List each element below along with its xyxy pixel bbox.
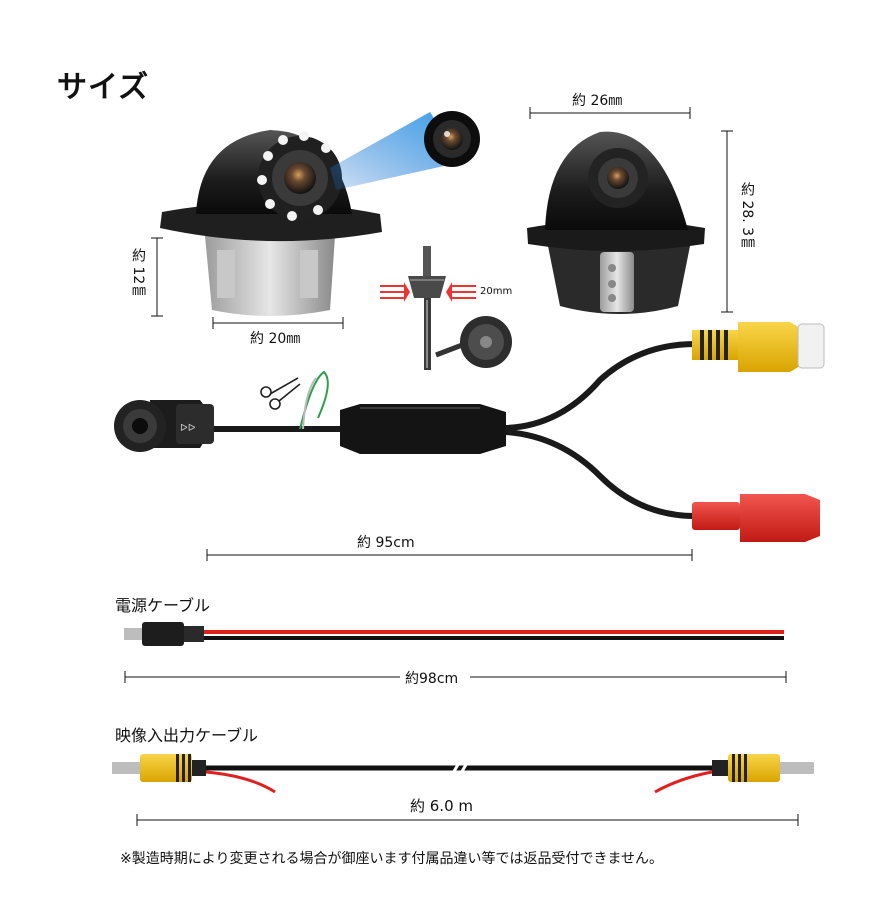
main-length-line xyxy=(206,549,693,561)
svg-text:ᐅᐅ: ᐅᐅ xyxy=(180,422,196,434)
camera-side-view xyxy=(527,131,705,314)
scissors-icon xyxy=(260,377,301,410)
disclaimer-note: ※製造時期により変更される場合が御座います付属品違い等では返品受付できません。 xyxy=(120,851,664,867)
cam2-dimension-lines xyxy=(529,107,733,313)
cam2-width-label: 約 26㎜ xyxy=(572,93,623,109)
cam2-height-label: 約 28. 3㎜ xyxy=(739,182,755,251)
power-cable-title: 電源ケーブル xyxy=(115,596,211,615)
av-cable xyxy=(112,754,814,794)
cam1-dimension-lines xyxy=(151,237,344,329)
main-cable-harness: ᐅᐅ xyxy=(114,322,825,542)
av-length-line xyxy=(136,814,799,826)
power-cable xyxy=(124,622,784,646)
cam1-width-label: 約 20㎜ xyxy=(250,331,301,347)
main-length-label: 約 95cm xyxy=(357,535,415,551)
drill-size-label: 20mm xyxy=(480,286,513,297)
power-length-line xyxy=(124,671,787,683)
camera-front-view xyxy=(160,111,480,316)
page-title: サイズ xyxy=(57,70,150,105)
cam1-height-label: 約 12㎜ xyxy=(130,248,146,299)
hole-saw-drill xyxy=(380,246,512,370)
power-cable-length: 約98cm xyxy=(405,671,459,687)
av-cable-length: 約 6.0 m xyxy=(410,797,474,815)
av-cable-title: 映像入出力ケーブル xyxy=(115,726,259,745)
